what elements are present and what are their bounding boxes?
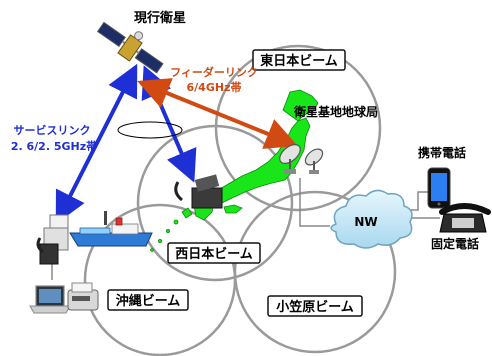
- station-nw-link: [299, 178, 330, 227]
- service-link-label-2: 2. 6/2. 5GHz帯: [11, 139, 97, 153]
- satellite-icon: [96, 21, 164, 74]
- satellite-terminal-icon: [174, 174, 223, 209]
- feeder-link-arrow: [137, 78, 298, 149]
- network-label: NW: [354, 215, 377, 229]
- earth-station-label: 衛星基地地球局: [293, 104, 378, 119]
- feeder-link-label-2: 6/4GHz帯: [187, 80, 242, 94]
- beam-label-okinawa: 沖縄ビーム: [107, 289, 189, 311]
- beam-label-ogasawara-text: 小笠原ビーム: [276, 299, 354, 315]
- mobile-phone-label: 携帯電話: [418, 145, 466, 160]
- service-link-arrow-okinawa: [55, 63, 138, 225]
- laptop-icon: [29, 285, 71, 314]
- satellite-dish-icon: [279, 144, 324, 174]
- ship-icon: [69, 211, 153, 247]
- network-cloud: [330, 189, 413, 249]
- beam-label-west: 西日本ビーム: [167, 242, 261, 264]
- beam-label-okinawa-text: 沖縄ビーム: [116, 293, 181, 309]
- beam-label-west-text: 西日本ビーム: [175, 246, 253, 262]
- satellite-label: 現行衛星: [134, 10, 186, 26]
- beam-label-east: 東日本ビーム: [252, 49, 346, 71]
- fixed-phone-label: 固定電話: [431, 236, 479, 251]
- mobile-phone-icon: [427, 167, 451, 209]
- fax-machine-icon: [67, 282, 99, 311]
- beam-circle-ogasawara: [233, 190, 397, 354]
- beam-label-east-text: 東日本ビーム: [260, 53, 338, 69]
- feeder-link-label-1: フィーダーリンク: [170, 65, 258, 79]
- service-link-label-1: サービスリンク: [14, 123, 91, 137]
- terminal-device-icon: [36, 214, 69, 265]
- beam-label-ogasawara: 小笠原ビーム: [267, 295, 363, 317]
- landline-phone-icon: [439, 203, 491, 233]
